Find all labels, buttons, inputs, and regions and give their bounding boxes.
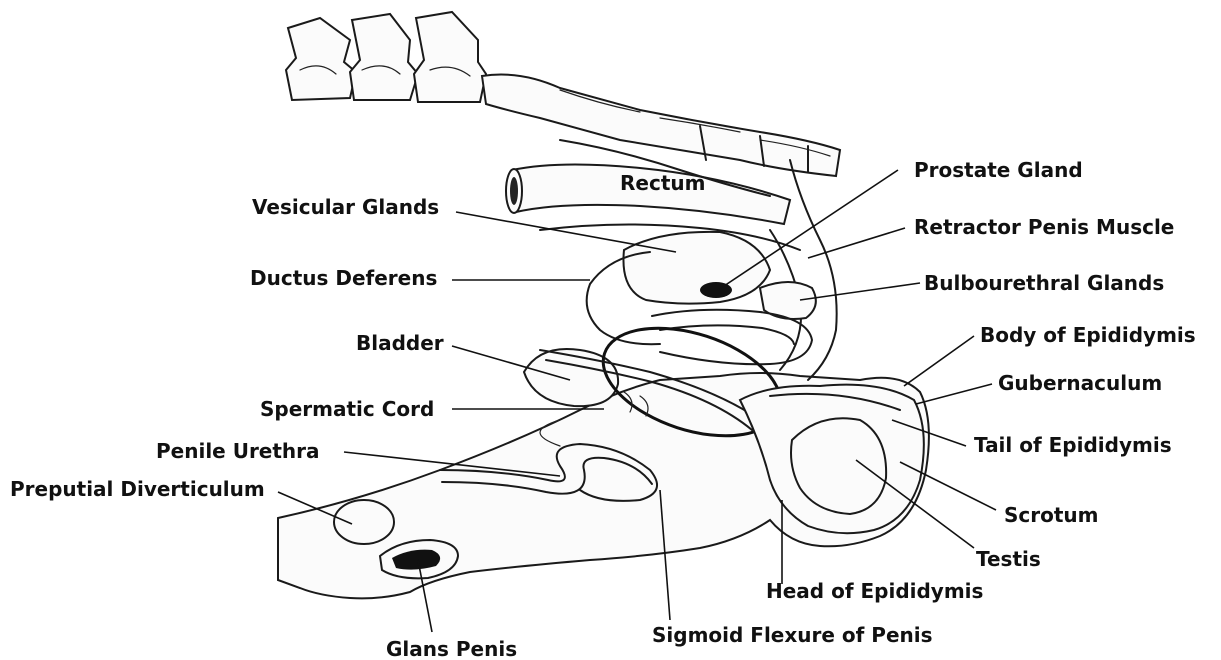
label-spermatic-cord: Spermatic Cord [260,397,434,421]
label-bladder: Bladder [356,331,444,355]
label-retractor-penis-muscle: Retractor Penis Muscle [914,215,1174,239]
label-glans-penis: Glans Penis [386,637,517,660]
label-ductus-deferens: Ductus Deferens [250,266,437,290]
leader-body-of-epididymis [904,336,974,386]
vertebrae-illustration [286,12,840,176]
leader-vesicular-glands [456,212,676,252]
label-head-of-epididymis: Head of Epididymis [766,579,983,603]
label-preputial-diverticulum: Preputial Diverticulum [10,477,265,501]
label-vesicular-glands: Vesicular Glands [252,195,439,219]
vesicular-glands-illustration [623,232,770,304]
label-testis: Testis [976,547,1041,571]
label-scrotum: Scrotum [1004,503,1099,527]
leader-gubernaculum [916,384,992,404]
label-bulbourethral-glands: Bulbourethral Glands [924,271,1164,295]
preputial-diverticulum-illustration [334,500,394,544]
label-prostate-gland: Prostate Gland [914,158,1083,182]
label-gubernaculum: Gubernaculum [998,371,1162,395]
pelvic-urethra-illustration [652,310,812,365]
leader-bulbourethral-glands [800,283,920,300]
label-sigmoid-flexure-of-penis: Sigmoid Flexure of Penis [652,623,933,647]
label-penile-urethra: Penile Urethra [156,439,320,463]
label-rectum: Rectum [620,171,705,195]
label-tail-of-epididymis: Tail of Epididymis [974,433,1172,457]
label-body-of-epididymis: Body of Epididymis [980,323,1196,347]
